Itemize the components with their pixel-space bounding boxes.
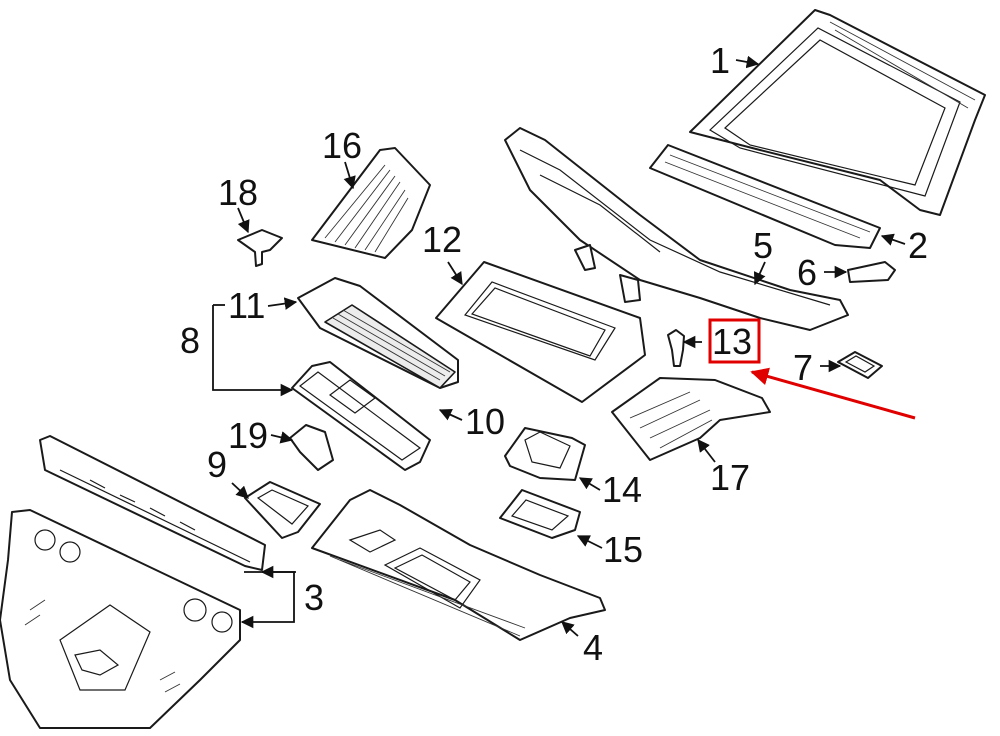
part-17-panel (611, 377, 771, 461)
part-18-bracket (237, 229, 283, 267)
callout-4: 4 (583, 627, 603, 668)
callout-17: 17 (710, 457, 750, 498)
callout-leaders (212, 55, 906, 637)
callout-8: 8 (180, 320, 200, 361)
part-2-cowl-strip (649, 144, 881, 249)
part-7-pad (837, 351, 883, 379)
callout-16: 16 (322, 125, 362, 166)
callout-14: 14 (602, 469, 642, 510)
callout-10: 10 (465, 401, 505, 442)
callout-11: 11 (228, 285, 265, 326)
callout-labels: 1 2 3 4 5 6 7 8 9 10 11 12 13 14 15 16 1… (180, 40, 928, 668)
callout-9: 9 (207, 444, 227, 485)
callout-15: 15 (603, 529, 643, 570)
part-11-upper-housing (297, 277, 459, 389)
part-16-vent-cover (311, 147, 431, 259)
callout-12: 12 (422, 219, 462, 260)
callout-18: 18 (218, 172, 258, 213)
part-14-pan (504, 427, 586, 481)
part-1-windshield-frame (689, 9, 986, 216)
callout-3: 3 (304, 577, 324, 618)
part-19-bracket (289, 424, 334, 471)
callout-1: 1 (710, 40, 730, 81)
callout-5: 5 (753, 225, 773, 266)
part-15-pad (499, 489, 581, 539)
red-pointer-arrow (750, 367, 916, 420)
part-9-pad (244, 481, 321, 539)
callout-13: 13 (712, 321, 752, 362)
part-13-clip (667, 329, 685, 367)
highlight-box-13 (708, 318, 761, 364)
part-10-lower-tray (291, 361, 431, 471)
part-6-clip (847, 261, 896, 283)
callout-7: 7 (793, 347, 813, 388)
callout-19: 19 (228, 415, 268, 456)
part-4-floor-insulator (311, 489, 606, 641)
callout-6: 6 (797, 252, 817, 293)
part-3-bulkhead (0, 435, 266, 729)
part-12-cover-panel (435, 261, 646, 403)
callout-2: 2 (908, 225, 928, 266)
